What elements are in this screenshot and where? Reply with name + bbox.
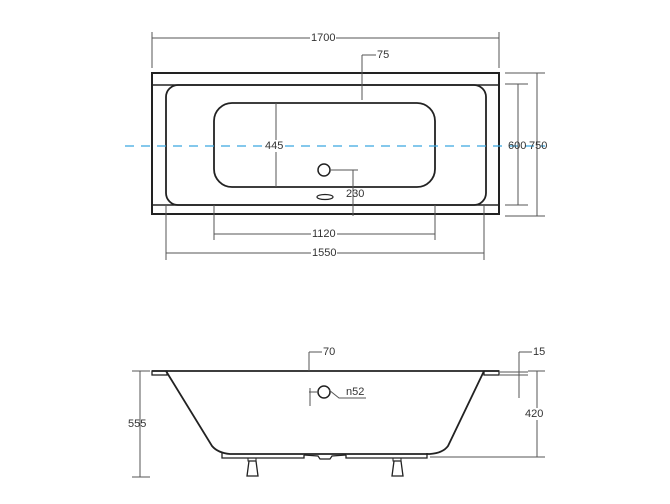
dim-inner-basin-length: 1120: [311, 228, 337, 240]
side-view: [132, 351, 545, 478]
dim-drain-offset: 230: [346, 188, 365, 200]
tub-inner-basin: [213, 102, 436, 188]
right-rim-lip: [483, 370, 500, 376]
tub-outer-rim: [151, 72, 500, 215]
dim-basin-width: 600: [508, 140, 527, 152]
overflow-icon: [316, 193, 334, 201]
foot-right: [391, 457, 404, 477]
dim-inner-basin-width: 445: [264, 140, 285, 152]
dim-total-height: 555: [128, 418, 147, 430]
dim-rim-thickness: 70: [323, 346, 336, 358]
drain-icon: [317, 163, 331, 177]
dim-inner-depth: 420: [524, 408, 545, 420]
dim-overall-length: 1700: [310, 32, 337, 44]
foot-left: [246, 457, 259, 477]
dim-rim-width: 75: [377, 49, 390, 61]
dim-overflow-diameter: n52: [346, 386, 365, 398]
left-rim-lip: [151, 370, 168, 376]
dim-basin-length: 1550: [311, 247, 338, 259]
tub-basin-outline: [165, 84, 487, 206]
top-view: [125, 32, 545, 260]
tub-side-profile: [165, 370, 485, 455]
overflow-hole-icon: [317, 385, 331, 399]
dim-overall-width: 750: [529, 140, 548, 152]
dim-lip-thickness: 15: [533, 346, 546, 358]
